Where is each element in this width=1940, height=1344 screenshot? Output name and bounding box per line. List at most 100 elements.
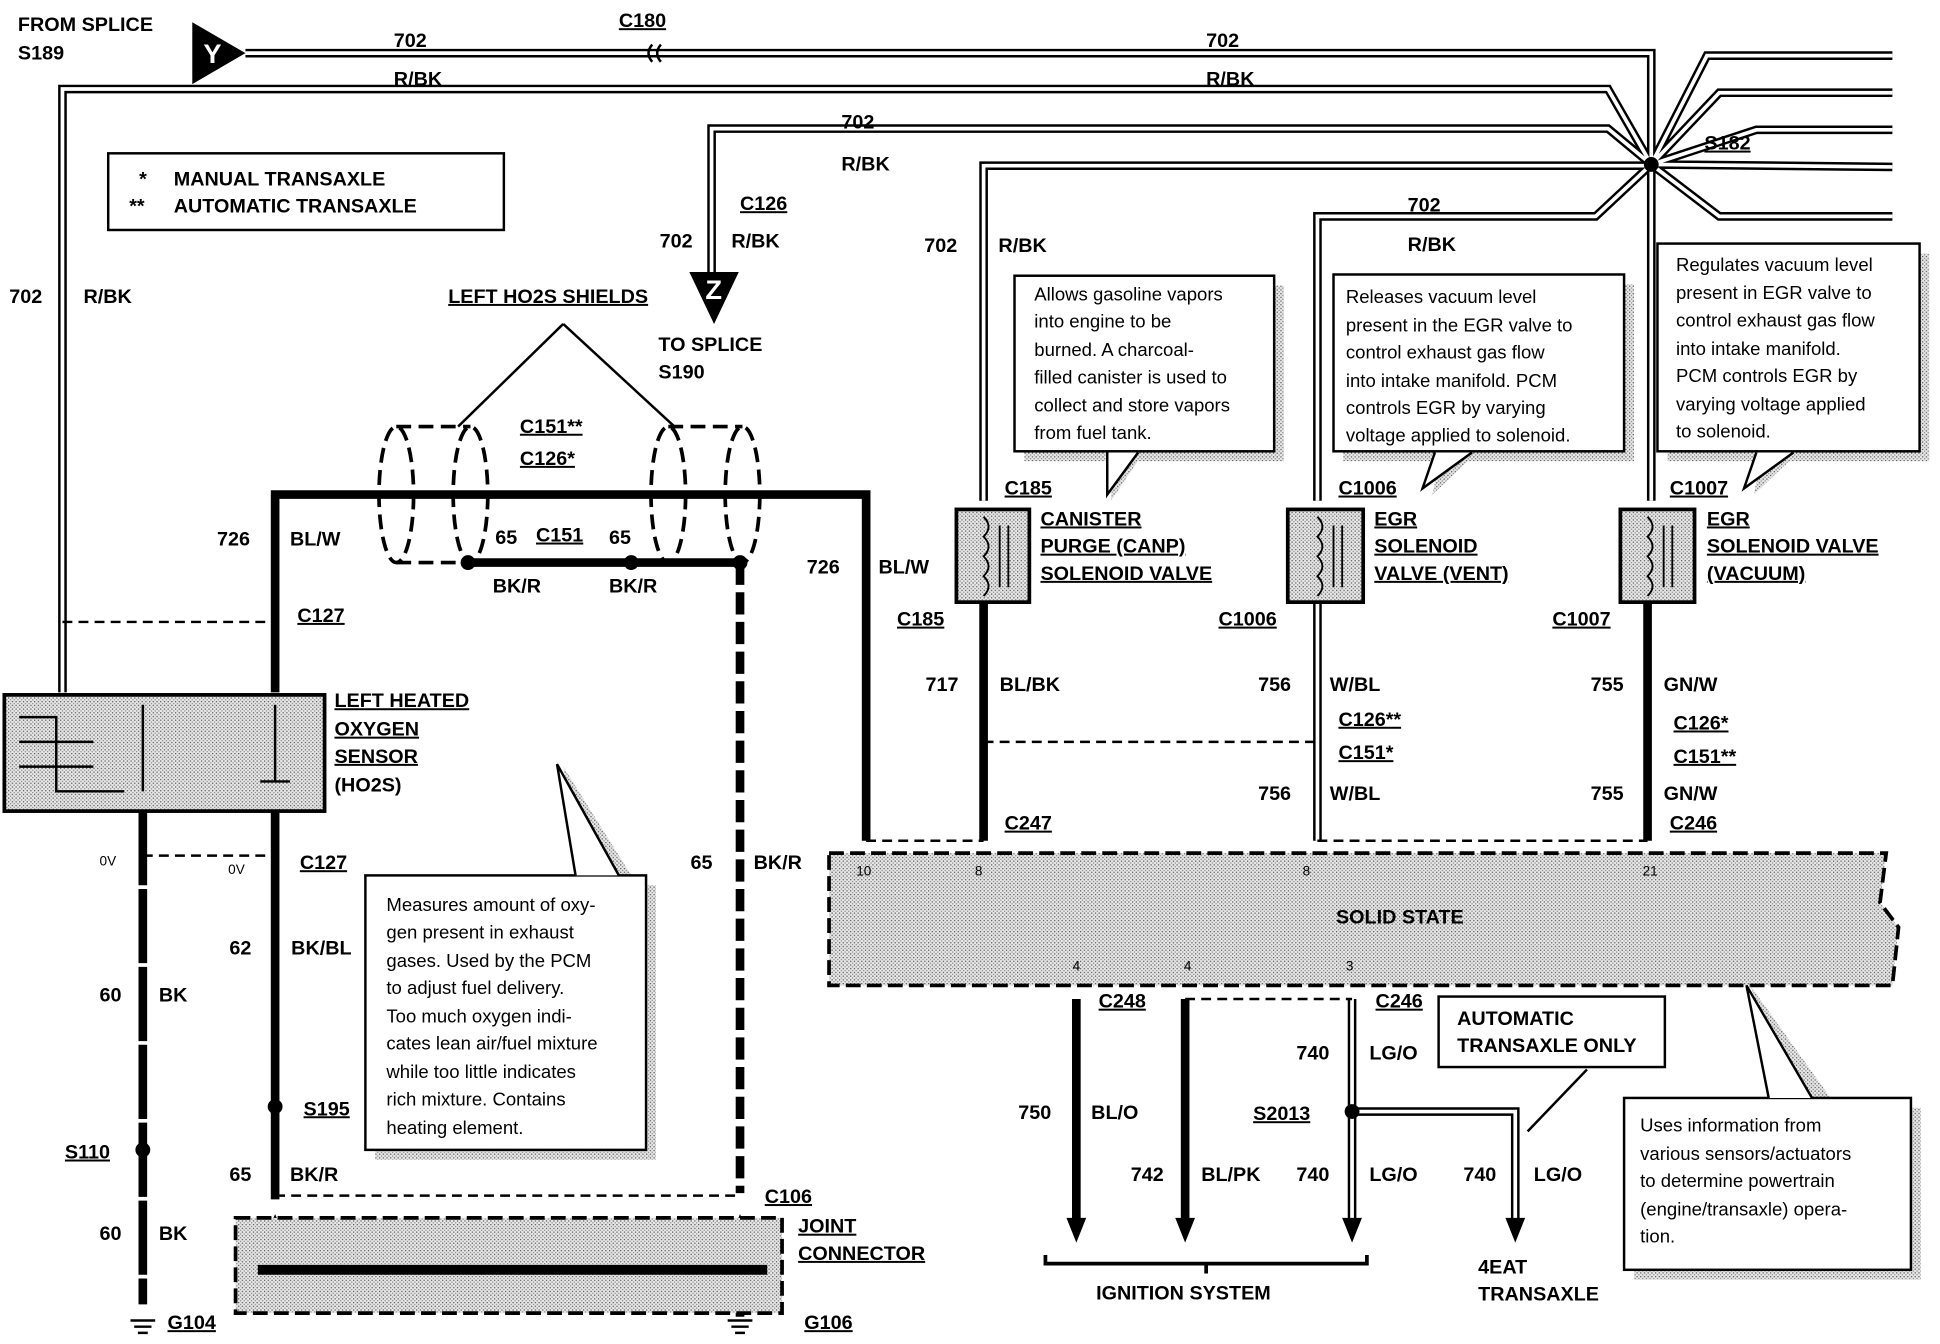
- wire-number: 756: [1258, 783, 1291, 805]
- wire-color: R/BK: [394, 68, 443, 90]
- callout-line: voltage applied to solenoid.: [1346, 424, 1571, 445]
- wire-number: 702: [9, 286, 42, 308]
- wire-number: 702: [394, 30, 427, 52]
- canp-label-3: SOLENOID VALVE: [1040, 563, 1212, 585]
- pin-label: 21: [1643, 863, 1658, 878]
- wire-color: BK/BL: [291, 938, 351, 960]
- egr-vent-label-3: VALVE (VENT): [1374, 563, 1508, 585]
- wire-number: 726: [807, 557, 840, 579]
- voltage-label: 0V: [228, 862, 245, 877]
- pin-label: 3: [1346, 959, 1354, 974]
- connector-label: C151: [536, 525, 583, 547]
- wire-color: BK/R: [493, 575, 541, 597]
- callout-line: into engine to be: [1034, 311, 1171, 332]
- ho2s-label-3: SENSOR: [334, 746, 417, 768]
- canp-label-1: CANISTER: [1040, 508, 1141, 530]
- ho2s-label-1: LEFT HEATED: [334, 690, 469, 712]
- callout-line: Too much oxygen indi-: [386, 1006, 571, 1027]
- wire-color: BL/W: [290, 528, 341, 550]
- connector-c180-icon: [647, 43, 662, 63]
- connector-label: C106: [765, 1186, 812, 1208]
- ho2s-label-4: (HO2S): [334, 774, 401, 796]
- legend-auto-mark: **: [129, 196, 145, 218]
- connector-label: C151**: [1674, 746, 1737, 768]
- callout-line: burned. A charcoal-: [1034, 339, 1194, 360]
- callout-line: present in the EGR valve to: [1346, 314, 1573, 335]
- voltage-label: 0V: [100, 854, 117, 869]
- connector-label: C126: [740, 193, 787, 215]
- connector-label: C1007: [1670, 478, 1728, 500]
- auto-only-pointer: [1526, 1068, 1588, 1133]
- connector-label: C126**: [1338, 709, 1401, 731]
- callout-line: Releases vacuum level: [1346, 286, 1537, 307]
- egr-vac-label-1: EGR: [1707, 508, 1750, 530]
- wire-color: BL/O: [1091, 1102, 1138, 1124]
- wire-number: 65: [495, 527, 517, 549]
- callout-line: filled canister is used to: [1034, 366, 1227, 387]
- pin-label: 8: [1303, 863, 1311, 878]
- pin-label: 4: [1184, 959, 1192, 974]
- wire-color: R/BK: [1408, 234, 1457, 256]
- callout-line: into intake manifold. PCM: [1346, 370, 1557, 391]
- connector-label: C1006: [1219, 609, 1277, 631]
- wire-color: BL/BK: [1000, 674, 1061, 696]
- callout-line: varying voltage applied: [1676, 393, 1866, 414]
- wire-702-harness: [58, 48, 1893, 693]
- shield-pointer: [457, 323, 676, 428]
- egr-vac-label-3: (VACUUM): [1707, 563, 1805, 585]
- callout-line: gases. Used by the PCM: [386, 950, 591, 971]
- wire-color: LG/O: [1369, 1043, 1417, 1065]
- wire-number: 60: [100, 1223, 122, 1245]
- canp-label-2: PURGE (CANP): [1040, 536, 1185, 558]
- to-splice-label: TO SPLICE: [658, 334, 762, 356]
- wire-number: 702: [1408, 194, 1441, 216]
- wire-number: 65: [691, 852, 713, 874]
- ho2s-label-2: OXYGEN: [334, 719, 419, 741]
- z-marker-icon: [689, 272, 739, 324]
- wire-color: R/BK: [1206, 68, 1255, 90]
- ho2s-shields: [377, 424, 762, 565]
- auto-only-label-1: AUTOMATIC: [1457, 1008, 1574, 1030]
- pin-label: 10: [856, 863, 872, 878]
- callout-pcm: Uses information from various sensors/ac…: [1640, 1114, 1851, 1246]
- ignition-system-label: IGNITION SYSTEM: [1096, 1282, 1271, 1304]
- wire-color: LG/O: [1534, 1164, 1582, 1186]
- wire-color: W/BL: [1330, 783, 1381, 805]
- wire-number: 726: [217, 528, 250, 550]
- callout-egr-vac: Regulates vacuum level present in EGR va…: [1676, 254, 1875, 442]
- callout-boxes: [364, 242, 1921, 1272]
- callout-line: heating element.: [386, 1117, 523, 1138]
- connector-label: C246: [1670, 813, 1717, 835]
- connector-label: C1006: [1338, 478, 1396, 500]
- wire-number: 740: [1296, 1043, 1329, 1065]
- pcm-label: SOLID STATE: [1336, 907, 1464, 929]
- callout-line: control exhaust gas flow: [1676, 309, 1875, 330]
- callout-line: present in EGR valve to: [1676, 282, 1872, 303]
- ground-icon: [130, 1319, 753, 1335]
- wire-number: 702: [1206, 30, 1239, 52]
- joint-connector-label-2: CONNECTOR: [798, 1243, 925, 1265]
- callout-line: rich mixture. Contains: [386, 1088, 565, 1109]
- shields-label: LEFT HO2S SHIELDS: [448, 286, 648, 308]
- connector-label: C180: [619, 10, 666, 32]
- wire-color: BL/PK: [1201, 1164, 1261, 1186]
- wire-number: 65: [609, 527, 631, 549]
- connector-label: C126*: [1674, 712, 1729, 734]
- legend-box: [106, 152, 506, 232]
- callout-canp: Allows gasoline vapors into engine to be…: [1034, 283, 1230, 442]
- pcm-box: [827, 851, 1901, 988]
- egr-vac-label-2: SOLENOID VALVE: [1707, 536, 1879, 558]
- wire-number: 756: [1258, 674, 1291, 696]
- callout-line: Measures amount of oxy-: [386, 894, 595, 915]
- callout-line: to solenoid.: [1676, 421, 1771, 442]
- ho2s-sensor-box: [2, 693, 327, 813]
- connector-label: C1007: [1552, 609, 1610, 631]
- callout-egr-vent: Releases vacuum level present in the EGR…: [1346, 286, 1573, 445]
- wire-labels: 702 R/BK 702 R/BK 702 R/BK 702 R/BK 702 …: [9, 30, 1717, 1245]
- joint-connector-label-1: JOINT: [798, 1216, 856, 1238]
- callout-line: to adjust fuel delivery.: [386, 977, 564, 998]
- wire-color: W/BL: [1330, 674, 1381, 696]
- wire-number: 60: [100, 985, 122, 1007]
- splice-label: S182: [1704, 133, 1750, 155]
